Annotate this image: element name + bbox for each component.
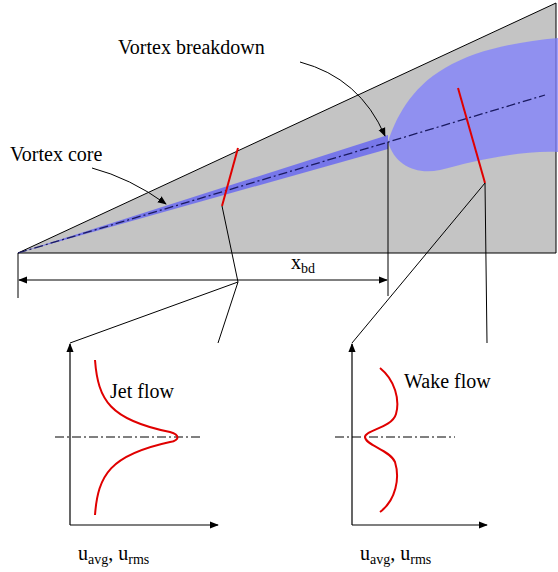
dimension-tick bbox=[18, 253, 19, 298]
dimension-label: xbd bbox=[291, 251, 315, 273]
dimension-arrow bbox=[19, 280, 387, 281]
jet-profile bbox=[95, 360, 178, 515]
section-line bbox=[222, 148, 238, 206]
leader-line bbox=[352, 183, 485, 343]
plot-axis-center bbox=[335, 437, 455, 438]
callout-label: Vortex breakdown bbox=[118, 36, 265, 58]
plot-axis bbox=[351, 344, 352, 525]
breakdown-bubble bbox=[388, 38, 558, 171]
plot-title: Wake flow bbox=[404, 370, 491, 392]
plot-axis bbox=[352, 524, 487, 525]
axis-label: uavg, urms bbox=[78, 542, 149, 564]
callout-arrow bbox=[300, 62, 385, 136]
plot-axis bbox=[70, 524, 218, 525]
leader-line bbox=[485, 183, 487, 343]
callout-arrow bbox=[92, 168, 166, 204]
plot-title: Jet flow bbox=[110, 380, 174, 402]
axis-label: uavg, urms bbox=[360, 542, 431, 564]
wake-profile bbox=[365, 368, 397, 512]
leader-line bbox=[218, 282, 238, 343]
plot-axis bbox=[69, 344, 70, 525]
leader-line bbox=[70, 206, 238, 343]
dimension-tick bbox=[388, 142, 389, 296]
section-line bbox=[458, 88, 485, 183]
callout-label: Vortex core bbox=[10, 143, 102, 165]
